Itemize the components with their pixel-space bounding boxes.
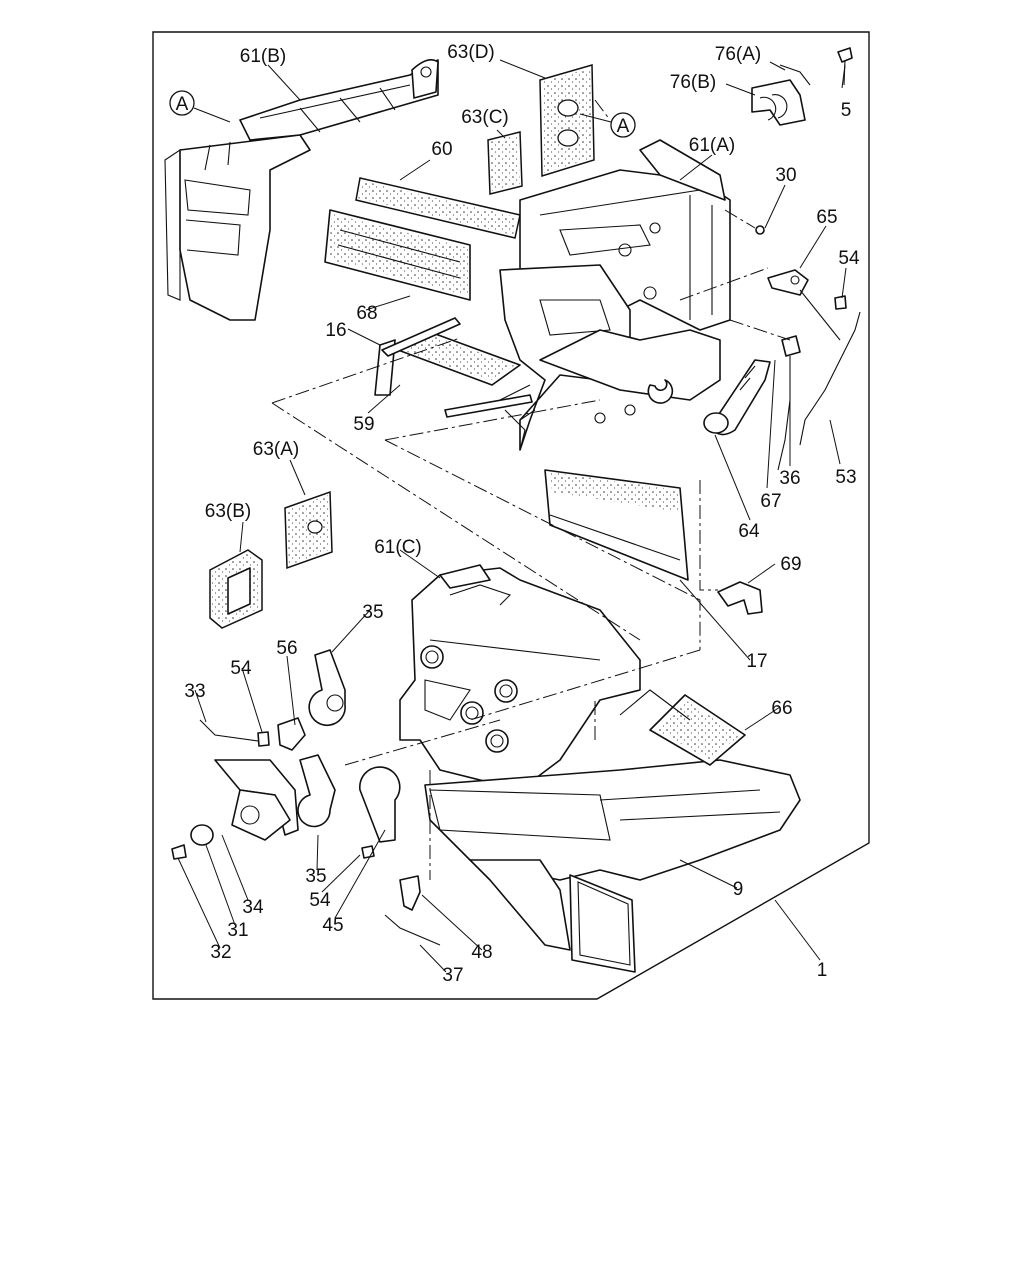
- right-linkage-parts: [703, 225, 861, 471]
- callout-53: 53: [835, 467, 856, 488]
- reference-mark-text: A: [617, 116, 630, 137]
- callout-63a: 63(A): [253, 439, 299, 460]
- clip-76: [751, 47, 853, 126]
- callout-63c: 63(C): [461, 107, 509, 128]
- callout-30: 30: [775, 165, 796, 186]
- upper-case-assembly: [164, 59, 731, 451]
- callout-65: 65: [816, 207, 837, 228]
- guide-lines: [271, 99, 791, 880]
- filter-59: [374, 317, 533, 451]
- callout-68: 68: [356, 303, 377, 324]
- callout-63d: 63(D): [447, 42, 495, 63]
- callout-5: 5: [841, 100, 852, 121]
- callout-61c: 61(C): [374, 537, 422, 558]
- foam-pad-63d: [539, 64, 595, 178]
- lower-case-assembly: [399, 564, 801, 973]
- callout-54-upper: 54: [838, 248, 860, 269]
- reference-mark-a-left: A: [169, 90, 231, 123]
- callout-76a: 76(A): [715, 44, 761, 65]
- left-linkage-parts: [171, 649, 441, 946]
- callout-33: 33: [184, 681, 205, 702]
- callout-61a: 61(A): [689, 135, 735, 156]
- seal-63b: [209, 549, 263, 629]
- callout-59: 59: [353, 414, 374, 435]
- callout-16: 16: [325, 320, 346, 341]
- callout-32: 32: [210, 942, 231, 963]
- callout-63b: 63(B): [205, 501, 251, 522]
- callout-56: 56: [276, 638, 297, 659]
- callout-35-lower: 35: [305, 866, 326, 887]
- diagram-frame: [152, 31, 870, 1000]
- callout-36: 36: [779, 468, 800, 489]
- callout-54-lower: 54: [309, 890, 331, 911]
- callout-69: 69: [780, 554, 801, 575]
- callout-45: 45: [322, 915, 343, 936]
- callout-labels: 61(B) 63(D) 76(A) 76(B) 5 63(C) 60 61(A)…: [184, 42, 860, 986]
- callout-1: 1: [817, 960, 828, 981]
- callout-76b: 76(B): [670, 72, 716, 93]
- foam-block-63c: [487, 131, 523, 195]
- callout-37: 37: [442, 965, 463, 986]
- callout-64: 64: [738, 521, 760, 542]
- callout-35-upper: 35: [362, 602, 383, 623]
- leader-lines: [177, 59, 847, 973]
- callout-54-left: 54: [230, 658, 252, 679]
- foam-pad-63a: [284, 490, 333, 570]
- callout-17: 17: [746, 651, 767, 672]
- callout-61b: 61(B): [240, 46, 286, 67]
- callout-60: 60: [431, 139, 452, 160]
- reference-mark-text: A: [176, 94, 189, 115]
- callout-48: 48: [471, 942, 492, 963]
- callout-66: 66: [771, 698, 792, 719]
- reference-mark-a-right: A: [579, 112, 636, 138]
- bracket-69: [717, 581, 763, 615]
- callout-34: 34: [242, 897, 264, 918]
- callout-31: 31: [227, 920, 248, 941]
- callout-9: 9: [733, 879, 744, 900]
- damper-17: [544, 469, 689, 581]
- callout-67: 67: [760, 491, 781, 512]
